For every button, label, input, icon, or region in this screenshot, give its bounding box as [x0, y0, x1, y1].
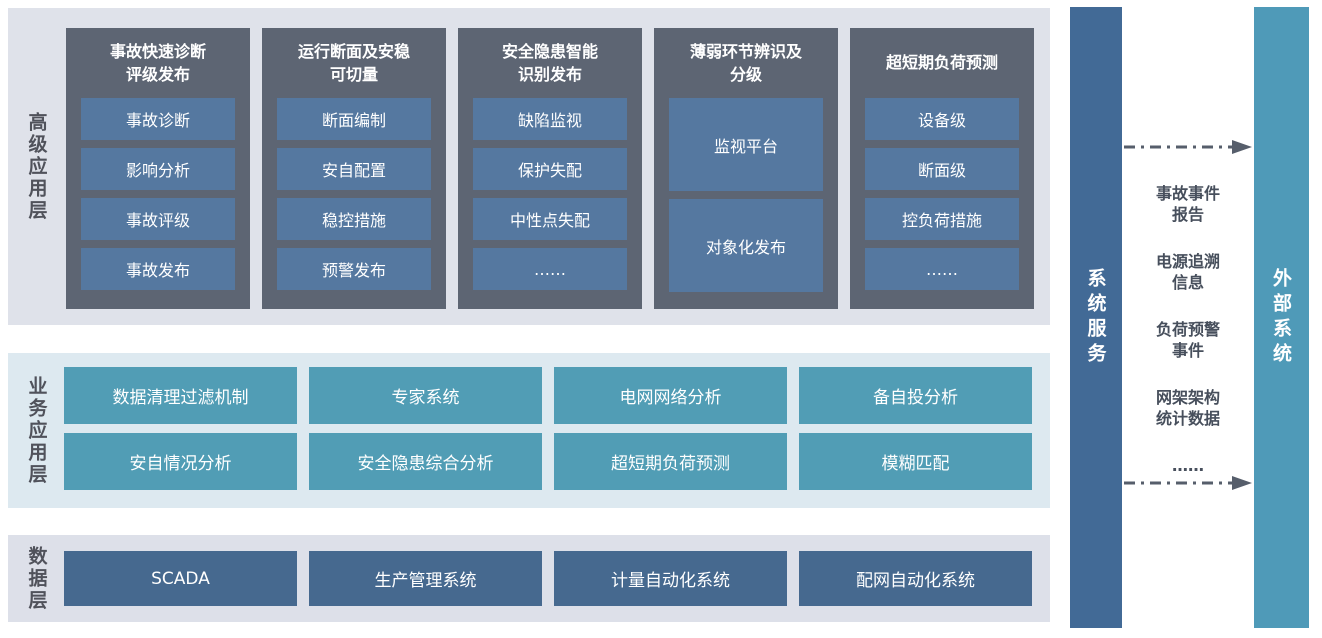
column-title: 运行断面及安稳 可切量 [297, 41, 410, 84]
column-item: 保护失配 [473, 148, 627, 190]
column-title: 超短期负荷预测 [885, 53, 998, 73]
flow-item: 电源追溯 信息 [1155, 252, 1220, 292]
data-grid: SCADA 生产管理系统 计量自动化系统 配网自动化系统 [64, 551, 1032, 606]
column-item: 中性点失配 [473, 198, 627, 240]
column-weak-link: 薄弱环节辨识及 分级 监视平台 对象化发布 [654, 28, 838, 309]
column-item: 断面级 [865, 148, 1019, 190]
layer-business-label: 业务应用层 [25, 375, 48, 486]
flow-arrow-top-icon [1124, 140, 1252, 154]
column-item: 预警发布 [277, 248, 431, 290]
layer-data-label: 数据层 [25, 545, 48, 612]
data-item: 计量自动化系统 [554, 551, 787, 606]
layer-advanced-application: 高级应用层 事故快速诊断 评级发布 事故诊断 影响分析 事故评级 事故发布 运行… [8, 8, 1050, 325]
column-item: 事故发布 [81, 248, 235, 290]
layer-business-application: 业务应用层 数据清理过滤机制 专家系统 电网网络分析 备自投分析 安自情况分析 … [8, 353, 1050, 508]
column-load-forecast: 超短期负荷预测 设备级 断面级 控负荷措施 …… [850, 28, 1034, 309]
flow-arrow-bottom-icon [1124, 476, 1252, 490]
column-item: …… [473, 248, 627, 290]
system-services-label: 系统服务 [1084, 267, 1107, 368]
column-item: 控负荷措施 [865, 198, 1019, 240]
business-item: 数据清理过滤机制 [64, 367, 297, 424]
business-item: 安全隐患综合分析 [309, 433, 542, 490]
service-flow-area: 事故事件 报告 电源追溯 信息 负荷预警 事件 网架架构 统计数据 …… [1122, 7, 1254, 628]
flow-item: 负荷预警 事件 [1155, 320, 1220, 360]
business-item: 备自投分析 [799, 367, 1032, 424]
column-items: 断面编制 安自配置 稳控措施 预警发布 [262, 98, 446, 290]
column-items: 监视平台 对象化发布 [654, 98, 838, 292]
system-services-bar: 系统服务 [1070, 7, 1122, 628]
business-item: 模糊匹配 [799, 433, 1032, 490]
column-items: 设备级 断面级 控负荷措施 …… [850, 98, 1034, 290]
column-item: …… [865, 248, 1019, 290]
flow-items: 事故事件 报告 电源追溯 信息 负荷预警 事件 网架架构 统计数据 …… [1122, 183, 1254, 476]
business-item: 电网网络分析 [554, 367, 787, 424]
column-item: 事故评级 [81, 198, 235, 240]
column-items: 事故诊断 影响分析 事故评级 事故发布 [66, 98, 250, 290]
column-item: 断面编制 [277, 98, 431, 140]
advanced-columns: 事故快速诊断 评级发布 事故诊断 影响分析 事故评级 事故发布 运行断面及安稳 … [66, 28, 1034, 309]
flow-item: 事故事件 报告 [1155, 184, 1220, 224]
flow-item: …… [1172, 456, 1204, 475]
column-hidden-danger: 安全隐患智能 识别发布 缺陷监视 保护失配 中性点失配 …… [458, 28, 642, 309]
column-title: 事故快速诊断 评级发布 [109, 41, 206, 84]
business-item: 专家系统 [309, 367, 542, 424]
arrow-head [1232, 140, 1252, 154]
column-item: 缺陷监视 [473, 98, 627, 140]
column-operation-section: 运行断面及安稳 可切量 断面编制 安自配置 稳控措施 预警发布 [262, 28, 446, 309]
layer-advanced-label: 高级应用层 [25, 111, 48, 222]
arrow-head [1232, 476, 1252, 490]
data-item: SCADA [64, 551, 297, 606]
column-accident-diagnosis: 事故快速诊断 评级发布 事故诊断 影响分析 事故评级 事故发布 [66, 28, 250, 309]
data-item: 配网自动化系统 [799, 551, 1032, 606]
column-item: 事故诊断 [81, 98, 235, 140]
external-systems-label: 外部系统 [1270, 267, 1292, 368]
column-item: 设备级 [865, 98, 1019, 140]
layer-data: 数据层 SCADA 生产管理系统 计量自动化系统 配网自动化系统 [8, 535, 1050, 622]
column-item: 对象化发布 [669, 199, 823, 292]
business-item: 安自情况分析 [64, 433, 297, 490]
column-item: 稳控措施 [277, 198, 431, 240]
column-title: 安全隐患智能 识别发布 [501, 41, 598, 84]
column-items: 缺陷监视 保护失配 中性点失配 …… [458, 98, 642, 290]
business-item: 超短期负荷预测 [554, 433, 787, 490]
external-systems-bar: 外部系统 [1254, 7, 1309, 628]
column-item: 安自配置 [277, 148, 431, 190]
flow-item: 网架架构 统计数据 [1155, 388, 1220, 428]
column-item: 监视平台 [669, 98, 823, 191]
data-item: 生产管理系统 [309, 551, 542, 606]
column-title: 薄弱环节辨识及 分级 [689, 41, 802, 84]
column-item: 影响分析 [81, 148, 235, 190]
business-grid: 数据清理过滤机制 专家系统 电网网络分析 备自投分析 安自情况分析 安全隐患综合… [64, 367, 1032, 490]
